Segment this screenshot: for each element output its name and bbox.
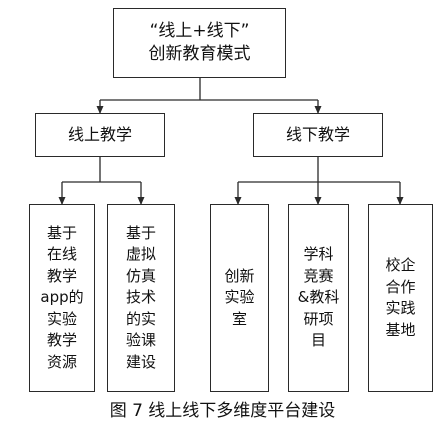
offline-leaf-school-enterprise-base: 校企 合作 实践 基地 xyxy=(368,204,433,392)
online-leaf-virtual-simulation: 基于 虚拟 仿真 技术 的实 验课 建设 xyxy=(107,204,175,392)
online-leaf-app-resources-label: 基于 在线 教学 app的 实验 教学 资源 xyxy=(40,223,84,371)
figure-caption: 图 7 线上线下多维度平台建设 xyxy=(109,401,336,421)
offline-leaf-innovation-lab: 创新 实验 室 xyxy=(210,204,269,392)
online-leaf-virtual-simulation-label: 基于 虚拟 仿真 技术 的实 验课 建设 xyxy=(125,223,156,371)
root-node: “线上+线下” 创新教育模式 xyxy=(113,8,286,78)
offline-leaf-innovation-lab-label: 创新 实验 室 xyxy=(224,266,255,328)
root-node-label: “线上+线下” 创新教育模式 xyxy=(148,21,251,64)
offline-leaf-competition-research-label: 学科 竞赛 &教科 研项 目 xyxy=(297,245,340,350)
offline-teaching-label: 线下教学 xyxy=(285,125,350,144)
online-teaching-node: 线上教学 xyxy=(35,113,165,157)
offline-leaf-competition-research: 学科 竞赛 &教科 研项 目 xyxy=(288,204,349,392)
offline-teaching-node: 线下教学 xyxy=(253,113,383,157)
online-teaching-label: 线上教学 xyxy=(67,125,132,144)
offline-leaf-school-enterprise-base-label: 校企 合作 实践 基地 xyxy=(385,256,416,339)
online-leaf-app-resources: 基于 在线 教学 app的 实验 教学 资源 xyxy=(29,204,95,392)
